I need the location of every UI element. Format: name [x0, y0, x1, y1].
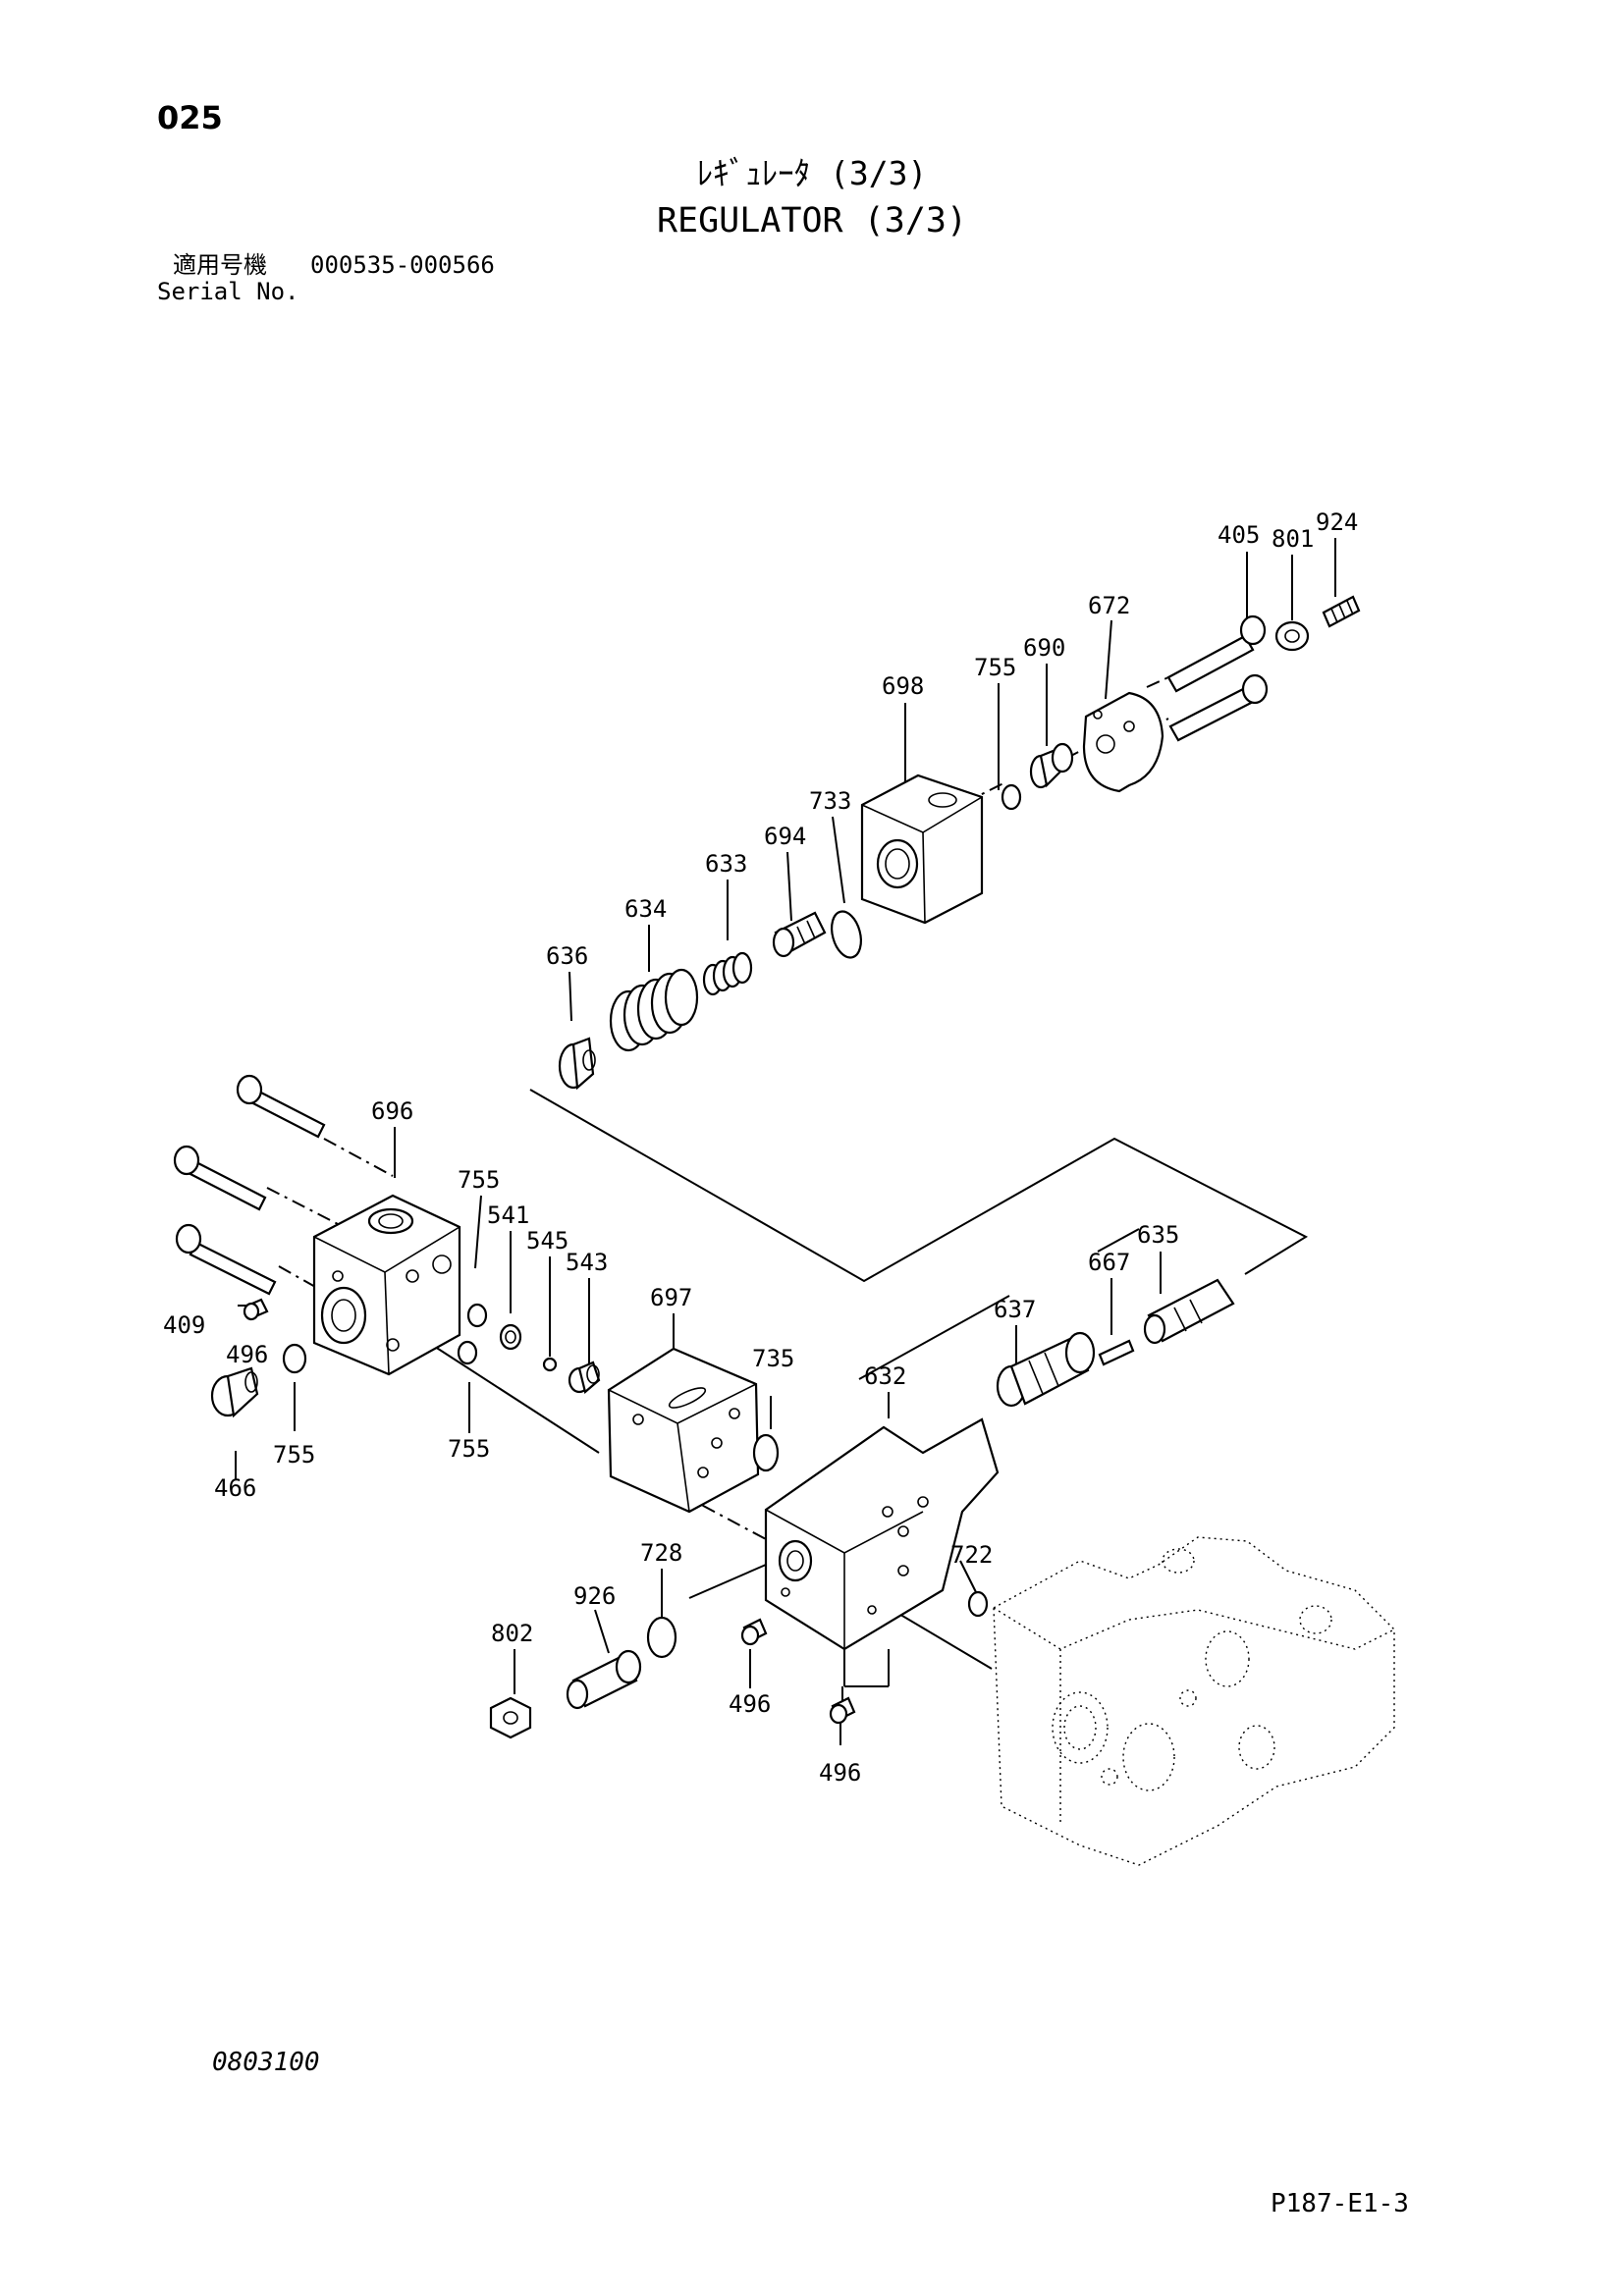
- label-755-lower: 755: [448, 1435, 490, 1463]
- drawing-code: 0803100: [212, 2048, 320, 2077]
- block-696-icon: [312, 1194, 461, 1376]
- pin-667-icon: [1098, 1339, 1135, 1366]
- label-496-center: 496: [729, 1690, 771, 1718]
- label-733: 733: [809, 787, 851, 815]
- assembly-lines: [266, 676, 1309, 1713]
- page-reference: P187-E1-3: [1271, 2189, 1409, 2218]
- label-545: 545: [526, 1227, 568, 1255]
- nut-801-icon: [1274, 620, 1310, 652]
- plate-672-icon: [1082, 691, 1164, 793]
- label-696: 696: [371, 1097, 413, 1125]
- label-697: 697: [650, 1284, 692, 1311]
- nut-802-icon: [489, 1696, 532, 1739]
- label-672: 672: [1088, 592, 1130, 619]
- bolt-409-top-icon: [236, 1074, 326, 1139]
- label-924: 924: [1316, 508, 1358, 536]
- label-405: 405: [1218, 521, 1260, 549]
- bolt-405-upper-icon: [1166, 614, 1267, 693]
- label-466: 466: [214, 1474, 256, 1502]
- label-637: 637: [994, 1296, 1036, 1323]
- spool-637-icon: [996, 1331, 1096, 1408]
- label-755-left: 755: [273, 1441, 315, 1468]
- serial-label-english: Serial No.: [157, 278, 299, 305]
- label-722: 722: [950, 1541, 993, 1569]
- title-english: REGULATOR (3/3): [656, 201, 968, 240]
- label-543: 543: [566, 1249, 608, 1276]
- seat-543-icon: [568, 1361, 601, 1394]
- o-ring-722-icon: [967, 1590, 989, 1618]
- spring-633-icon: [702, 951, 753, 996]
- spring-634-icon: [609, 968, 699, 1052]
- label-636: 636: [546, 942, 588, 970]
- label-632: 632: [864, 1362, 906, 1390]
- label-634: 634: [624, 895, 667, 923]
- label-926: 926: [573, 1582, 616, 1610]
- label-698: 698: [882, 672, 924, 700]
- label-633: 633: [705, 850, 747, 878]
- ball-545-icon: [542, 1357, 558, 1372]
- bolt-405-lower-icon: [1168, 673, 1269, 742]
- o-ring-755-left-icon: [282, 1343, 307, 1374]
- label-496-left: 496: [226, 1341, 268, 1368]
- serial-range: 000535-000566: [310, 251, 495, 279]
- plug-635-icon: [1143, 1278, 1235, 1345]
- plug-926-icon: [566, 1649, 642, 1710]
- label-802: 802: [491, 1620, 533, 1647]
- title-japanese: ﾚｷﾞｭﾚｰﾀ (3/3): [696, 154, 928, 192]
- bolt-409-middle-icon: [173, 1145, 267, 1211]
- seat-541-icon: [499, 1323, 522, 1351]
- o-ring-755-top-icon: [1001, 783, 1022, 811]
- o-ring-733-icon: [831, 910, 862, 959]
- label-755-top: 755: [974, 654, 1016, 681]
- plug-690-icon: [1029, 742, 1074, 789]
- set-screw-924-icon: [1322, 595, 1361, 628]
- page-number: 025: [157, 99, 223, 136]
- label-496-bottom: 496: [819, 1759, 861, 1787]
- label-735: 735: [752, 1345, 794, 1372]
- label-541: 541: [487, 1201, 529, 1229]
- plug-496-center-icon: [740, 1618, 768, 1646]
- serial-label-japanese: 適用号機: [173, 251, 267, 279]
- label-667: 667: [1088, 1249, 1130, 1276]
- plug-496-bottom-icon: [829, 1696, 856, 1725]
- cover-697-icon: [607, 1347, 760, 1514]
- label-801: 801: [1272, 525, 1314, 553]
- bolt-409-bottom-icon: [175, 1223, 277, 1296]
- o-ring-755-mid-icon: [457, 1303, 488, 1365]
- valve-body-632-icon: [764, 1417, 1000, 1651]
- label-635: 635: [1137, 1221, 1179, 1249]
- plug-466-icon: [210, 1366, 259, 1418]
- o-ring-735-icon: [752, 1433, 780, 1472]
- plug-694-icon: [772, 911, 827, 958]
- spring-seat-636-icon: [558, 1037, 596, 1091]
- label-755-mid: 755: [458, 1166, 500, 1194]
- label-690: 690: [1023, 634, 1065, 662]
- label-728: 728: [640, 1539, 682, 1567]
- o-ring-728-icon: [646, 1616, 677, 1659]
- part-number-labels: 405 801 924 672 690 755 698 733 694 633 …: [163, 508, 1358, 1787]
- label-409: 409: [163, 1311, 205, 1339]
- plug-496-left-icon: [243, 1298, 269, 1321]
- label-694: 694: [764, 823, 806, 850]
- pump-housing-reference-icon: [993, 1536, 1395, 1866]
- block-698-icon: [860, 774, 984, 925]
